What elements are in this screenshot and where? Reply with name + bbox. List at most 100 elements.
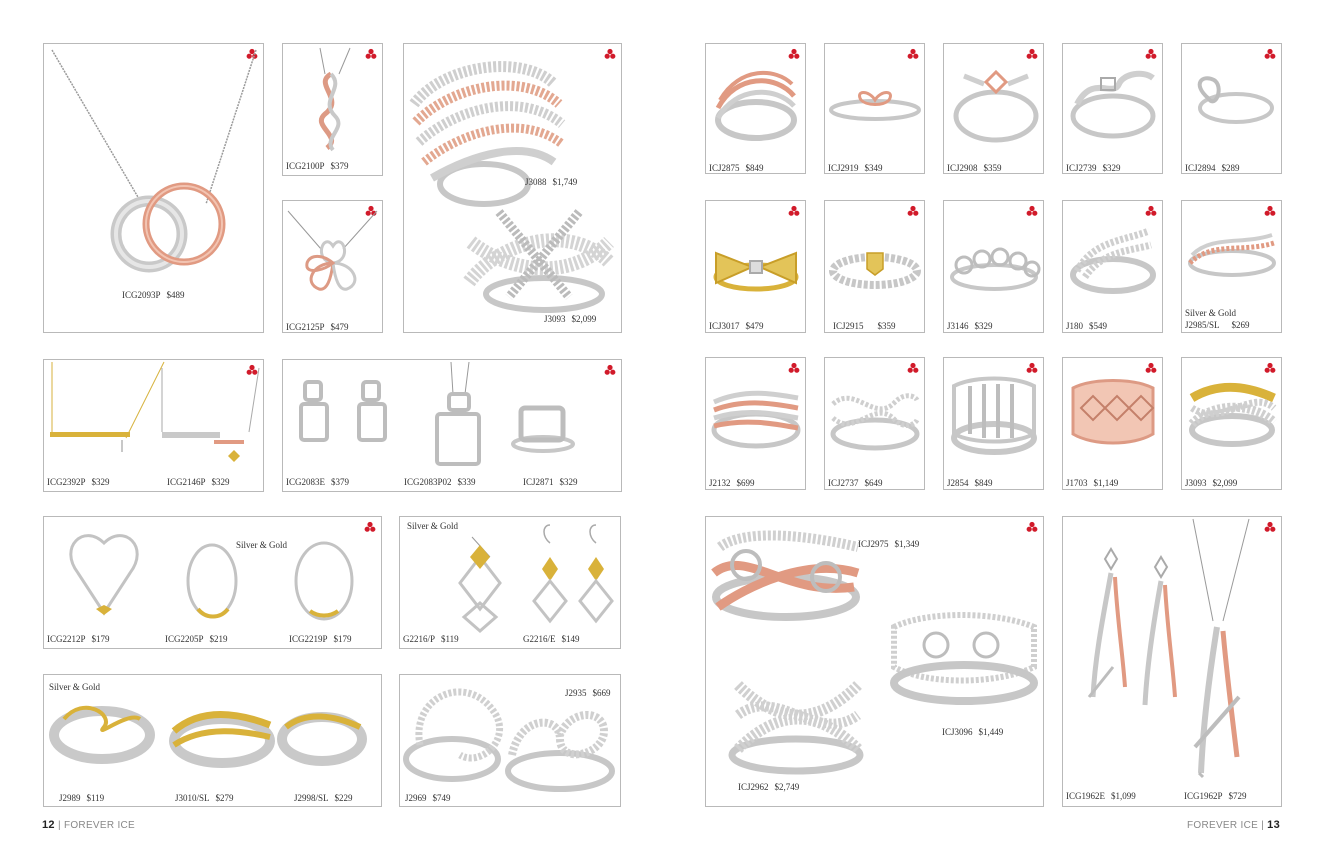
product-label: J2998/SL $229: [294, 793, 353, 803]
ring-image: [829, 91, 921, 121]
brand-logo-icon: [1026, 521, 1038, 532]
product-price: $329: [559, 477, 578, 487]
product-code: G2216/E: [523, 634, 556, 644]
product-card-swirl-rings: J2935 $669 J2969 $749: [399, 674, 621, 807]
product-code: ICJ2737: [828, 478, 859, 488]
product-code: J3093: [544, 314, 566, 324]
product-price: $729: [1228, 791, 1247, 801]
product-label: J3088 $1,749: [525, 177, 577, 187]
product-label: ICG2392P$329: [47, 477, 110, 487]
product-price: $149: [561, 634, 580, 644]
product-price: $699: [736, 478, 755, 488]
product-code: ICG2083P02: [404, 477, 452, 487]
product-label: J3093$2,099: [1185, 478, 1237, 488]
product-card-ring: J3093$2,099: [1181, 357, 1282, 490]
product-card-ring: ICJ3017$479: [705, 200, 806, 333]
product-card-ring: ICJ2915$359: [824, 200, 925, 333]
footer-brand: FOREVER ICE: [1186, 820, 1259, 831]
product-code: ICJ3017: [709, 321, 740, 331]
product-card-ring: ICJ2919$349: [824, 43, 925, 174]
ring-image: [1188, 233, 1276, 277]
product-label: J2969 $749: [405, 793, 451, 803]
product-code: J2989: [59, 793, 81, 803]
product-label: J180$549: [1066, 321, 1107, 331]
product-label: ICG2093P$489: [122, 290, 185, 300]
product-code: ICJ2875: [709, 163, 740, 173]
open-pendants-image: [69, 534, 354, 621]
product-price: $1,749: [552, 177, 578, 187]
product-card-ring: ICJ2739$329: [1062, 43, 1163, 174]
ring-image: [1070, 70, 1156, 139]
product-price: $669: [592, 688, 611, 698]
product-code: J3088: [525, 177, 547, 187]
product-price: $229: [334, 793, 353, 803]
product-code: ICG2219P: [289, 634, 328, 644]
product-code: G2216/P: [403, 634, 436, 644]
footer-separator: |: [57, 820, 61, 831]
product-label: ICJ2875$849: [709, 163, 764, 173]
product-label: ICG1962E$1,099: [1066, 791, 1136, 801]
product-label: ICJ2737 $649: [828, 478, 883, 488]
product-code: J3146: [947, 321, 969, 331]
product-code: J2132: [709, 478, 731, 488]
product-price: $649: [864, 478, 883, 488]
product-card-ring: J2132 $699: [705, 357, 806, 490]
product-code: J1703: [1066, 478, 1088, 488]
product-label: ICG2125P$479: [286, 322, 349, 332]
ring-image: [829, 252, 921, 289]
page-number: 13: [1267, 819, 1280, 831]
product-label: ICJ2739$329: [1066, 163, 1121, 173]
product-label: J1703$1,149: [1066, 478, 1118, 488]
product-label: J2935 $669: [565, 688, 611, 698]
ring-image: [1071, 379, 1155, 445]
product-code: J2998/SL: [294, 793, 329, 803]
product-label: J2132 $699: [709, 478, 755, 488]
square-set-image: [299, 361, 575, 466]
product-price: $119: [86, 793, 105, 803]
footer-separator: |: [1261, 820, 1265, 831]
product-label: ICG2205P$219: [165, 634, 228, 644]
product-card-two-tone-rings: Silver & Gold J2989$119 J3010/SL$279 J29…: [43, 674, 382, 807]
ring-image: [1070, 227, 1156, 294]
product-label: J2985/SL$269: [1185, 320, 1250, 330]
product-label: J2854$849: [947, 478, 993, 488]
product-card-pendant-flower: ICG2125P$479: [282, 200, 383, 333]
product-code: ICG2392P: [47, 477, 86, 487]
ring-image: [1188, 382, 1278, 447]
product-code: ICJ2894: [1185, 163, 1216, 173]
product-code: J2969: [405, 793, 427, 803]
product-price: $359: [983, 163, 1002, 173]
product-label: J3146$329: [947, 321, 993, 331]
product-price: $549: [1089, 321, 1108, 331]
product-code: J2935: [565, 688, 587, 698]
swirl-rings-image: [403, 688, 615, 792]
ring-icj3096-image: [890, 612, 1038, 705]
product-label: ICJ2871 $329: [523, 477, 578, 487]
material-note: Silver & Gold: [407, 521, 458, 531]
ring-image: [711, 390, 801, 449]
product-label: ICG1962P$729: [1184, 791, 1247, 801]
product-card-ring: Silver & Gold J2985/SL$269: [1181, 200, 1282, 333]
product-code: ICJ2739: [1066, 163, 1097, 173]
product-label: ICG2219P$179: [289, 634, 352, 644]
product-code: ICJ2871: [523, 477, 554, 487]
product-price: $279: [215, 793, 234, 803]
ring-j3093-image: [463, 209, 614, 313]
product-card-ring: ICJ2875$849: [705, 43, 806, 174]
product-code: ICJ2975: [858, 539, 889, 549]
product-card-ring: J3146$329: [943, 200, 1044, 333]
product-price: $219: [209, 634, 228, 644]
product-price: $269: [1231, 320, 1250, 330]
product-price: $2,099: [571, 314, 597, 324]
product-label: ICG2100P$379: [286, 161, 349, 171]
product-label: ICG2212P$179: [47, 634, 110, 644]
product-card-earrings-pendant: ICG1962E$1,099 ICG1962P$729: [1062, 516, 1282, 807]
product-label: ICJ3096$1,449: [942, 727, 1003, 737]
product-card-necklace-rings: ICG2093P$489: [43, 43, 264, 333]
product-code: ICJ2908: [947, 163, 978, 173]
ring-image: [950, 247, 1041, 291]
product-code: ICJ2919: [828, 163, 859, 173]
product-code: ICG2125P: [286, 322, 325, 332]
product-price: $749: [432, 793, 451, 803]
product-label: ICG2083P02$339: [404, 477, 476, 487]
